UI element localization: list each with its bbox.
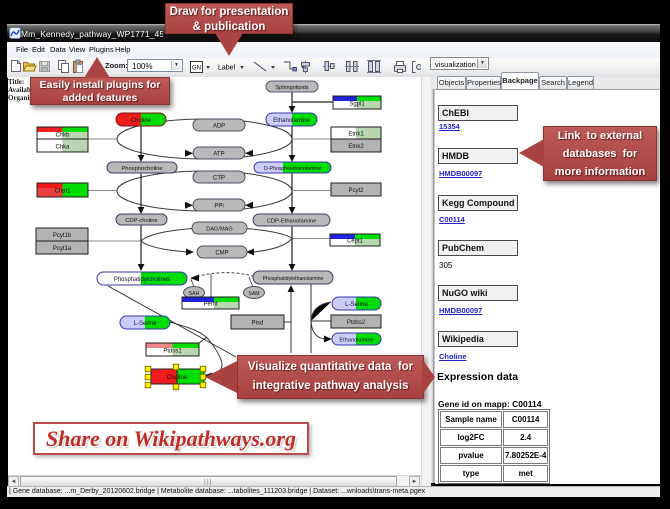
svg-text:L-Serine: L-Serine [134,321,157,327]
svg-text:CDP-choline: CDP-choline [125,218,158,224]
svg-text:PPi: PPi [214,204,223,210]
svg-text:Pcyt1b: Pcyt1b [53,233,72,239]
svg-text:L-Serine: L-Serine [345,302,368,308]
svg-text:Cept1: Cept1 [347,239,364,245]
svg-text:Ethanolamine: Ethanolamine [273,118,310,124]
svg-text:Ptdss2: Ptdss2 [347,320,366,326]
svg-text:Sgpl1: Sgpl1 [349,102,365,108]
svg-text:Etnk2: Etnk2 [348,144,364,150]
svg-text:SAM: SAM [248,291,259,297]
svg-text:Ptdss1: Ptdss1 [163,349,182,355]
svg-text:Pcyt1a: Pcyt1a [53,246,72,252]
svg-text:ADP: ADP [213,124,225,130]
svg-text:Pcyt2: Pcyt2 [348,188,364,194]
svg-text:Phosphatidylethanolamine: Phosphatidylethanolamine [263,276,324,282]
svg-text:Phosphocholine: Phosphocholine [121,166,162,172]
svg-text:O-Phosphoethanolamine: O-Phosphoethanolamine [264,166,322,172]
svg-text:DAG/MAG: DAG/MAG [206,227,232,233]
svg-text:Ethanolamine: Ethanolamine [339,337,373,343]
svg-text:Pemt: Pemt [203,302,217,308]
svg-text:Phosphatidylcholines: Phosphatidylcholines [114,277,170,283]
svg-text:Chpt1: Chpt1 [54,189,71,195]
svg-text:Chka: Chka [55,145,70,151]
svg-text:Etnk1: Etnk1 [348,132,364,138]
svg-text:CDP-Ethanolamine: CDP-Ethanolamine [267,218,317,224]
svg-text:SAH: SAH [189,291,200,297]
svg-text:Choline: Choline [131,118,152,124]
svg-text:Chkb: Chkb [55,133,70,139]
svg-text:Label: Label [218,65,236,72]
svg-text:Sphingolipids: Sphingolipids [275,85,308,91]
svg-text:ATP: ATP [213,152,224,158]
svg-text:CMP: CMP [215,251,228,257]
svg-text:Choline: Choline [167,375,188,381]
svg-text:Pisd: Pisd [252,321,264,327]
svg-text:CTP: CTP [213,176,225,182]
svg-text:GN: GN [192,66,201,72]
